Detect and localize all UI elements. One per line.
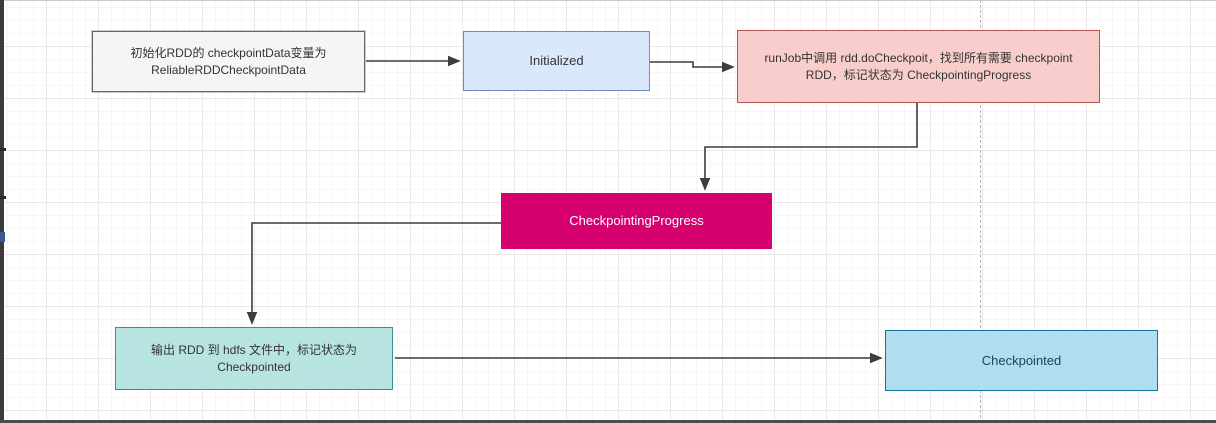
node-checkpointing-progress[interactable]: CheckpointingProgress (501, 193, 772, 249)
edge-initialized-to-runjob[interactable] (650, 61, 733, 67)
left-edge-tick (0, 196, 6, 199)
node-runjob-description[interactable]: runJob中调用 rdd.doCheckpoit，找到所有需要 checkpo… (737, 30, 1100, 103)
edge-progress-to-output[interactable] (252, 222, 501, 323)
node-checkpointing-progress-label: CheckpointingProgress (569, 213, 704, 229)
node-init-description-label: 初始化RDD的 checkpointData变量为 ReliableRDDChe… (130, 46, 327, 77)
node-checkpointed[interactable]: Checkpointed (885, 330, 1158, 391)
window-top-edge (0, 0, 1216, 1)
node-checkpointed-label: Checkpointed (981, 352, 1062, 368)
node-output-description-label: 输出 RDD 到 hdfs 文件中，标记状态为 Checkpointed (150, 343, 358, 374)
node-initialized[interactable]: Initialized (463, 31, 650, 91)
left-edge-marker (0, 232, 5, 242)
node-runjob-description-label: runJob中调用 rdd.doCheckpoit，找到所有需要 checkpo… (764, 51, 1073, 82)
window-bottom-edge (0, 420, 1216, 423)
node-initialized-label: Initialized (529, 53, 584, 69)
edge-runjob-to-progress[interactable] (705, 103, 918, 189)
window-left-edge (0, 0, 6, 423)
page-break-line (980, 0, 981, 423)
node-output-description[interactable]: 输出 RDD 到 hdfs 文件中，标记状态为 Checkpointed (115, 327, 393, 390)
left-edge-tick (0, 148, 6, 151)
node-init-description[interactable]: 初始化RDD的 checkpointData变量为 ReliableRDDChe… (92, 31, 365, 92)
